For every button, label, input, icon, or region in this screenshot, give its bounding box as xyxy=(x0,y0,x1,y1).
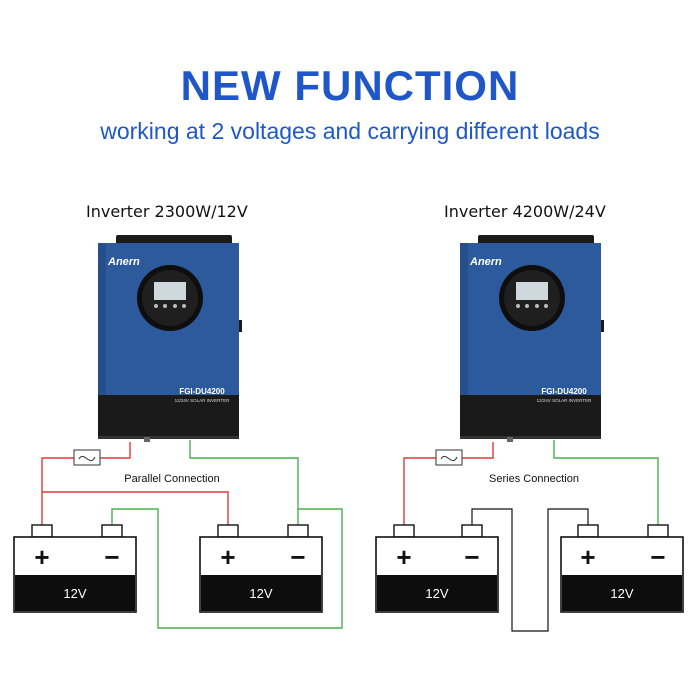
left-model-sub: 12/24V SOLAR INVERTER xyxy=(175,398,230,403)
battery-right-1: + − 12V xyxy=(375,524,499,613)
left-fuse xyxy=(73,449,101,466)
right-inverter: Anern FGI-DU4200 12/24V SOLAR INVERTER xyxy=(460,235,604,442)
battery-plus-sign: + xyxy=(220,542,235,572)
series-link-wire xyxy=(471,508,589,632)
left-negative-wire xyxy=(189,440,299,527)
left-connection-label: Parallel Connection xyxy=(124,473,219,485)
right-negative-wire xyxy=(553,440,659,527)
headline-title: NEW FUNCTION xyxy=(180,62,520,109)
right-inverter-title: Inverter 4200W/24V xyxy=(444,202,606,221)
left-parallel-negative-wire xyxy=(111,508,343,629)
battery-plus-sign: + xyxy=(396,542,411,572)
left-model-label: FGI-DU4200 xyxy=(179,387,225,396)
battery-left-1: + − 12V xyxy=(13,524,137,613)
headline-subtitle: working at 2 voltages and carrying diffe… xyxy=(100,118,600,144)
right-lcd-screen xyxy=(516,282,548,300)
right-connection-label: Series Connection xyxy=(489,473,579,485)
battery-minus-sign: − xyxy=(104,542,119,572)
battery-left-2: + − 12V xyxy=(199,524,323,613)
battery-right-2: + − 12V xyxy=(560,524,684,613)
right-model-label: FGI-DU4200 xyxy=(541,387,587,396)
battery-plus-sign: + xyxy=(34,542,49,572)
battery-plus-sign: + xyxy=(580,542,595,572)
battery-voltage-label: 12V xyxy=(249,586,272,601)
right-fuse xyxy=(435,449,463,466)
battery-minus-sign: − xyxy=(650,542,665,572)
left-parallel-positive-wire xyxy=(42,491,229,527)
left-inverter: Anern FGI-DU4200 12/24V SOLAR INVERTER xyxy=(98,235,242,442)
left-brand-logo: Anern xyxy=(107,256,140,268)
battery-voltage-label: 12V xyxy=(425,586,448,601)
right-model-sub: 12/24V SOLAR INVERTER xyxy=(537,398,592,403)
battery-voltage-label: 12V xyxy=(610,586,633,601)
battery-minus-sign: − xyxy=(290,542,305,572)
right-brand-logo: Anern xyxy=(469,256,502,268)
battery-minus-sign: − xyxy=(464,542,479,572)
battery-voltage-label: 12V xyxy=(63,586,86,601)
left-inverter-title: Inverter 2300W/12V xyxy=(86,202,248,221)
left-lcd-screen xyxy=(154,282,186,300)
